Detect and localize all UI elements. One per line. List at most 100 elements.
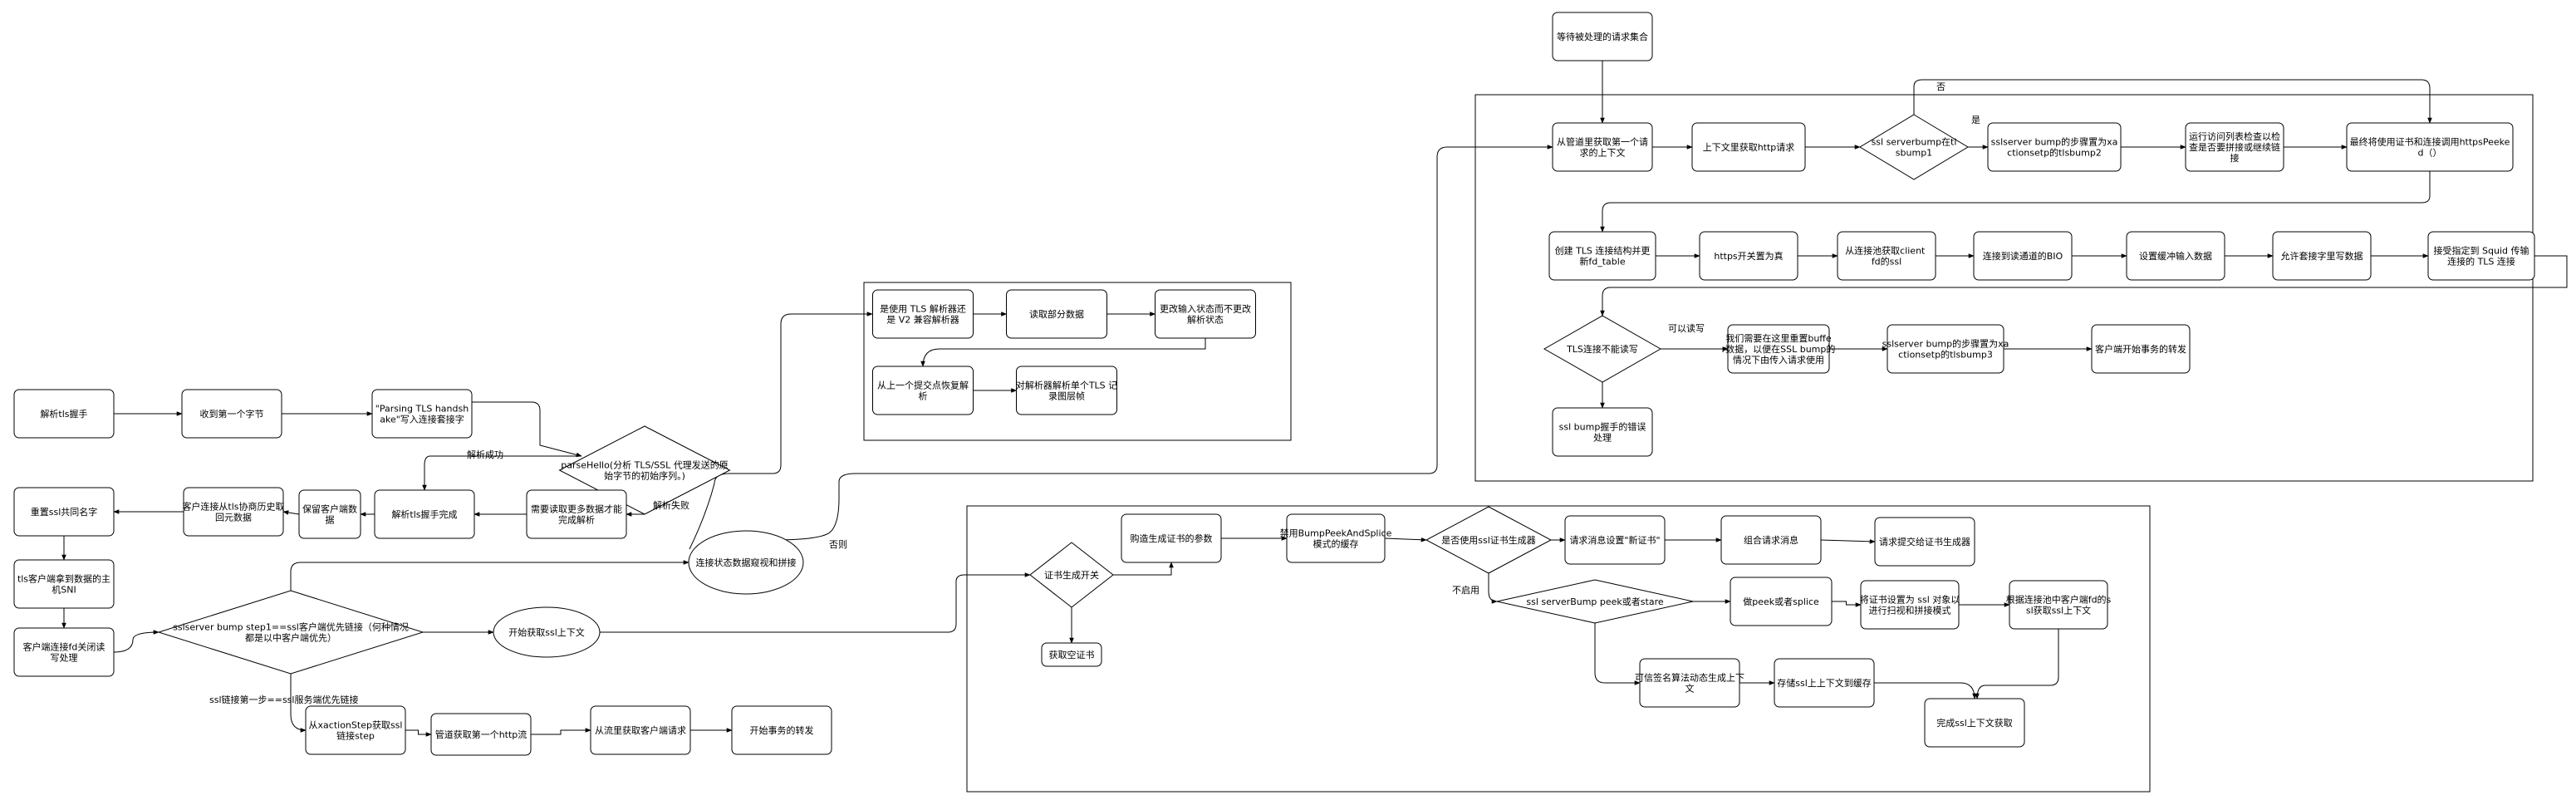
node-label: 证书生成开关 [1044, 569, 1099, 581]
node-label: 开始事务的转发 [750, 724, 814, 736]
node-shape [2346, 122, 2514, 172]
node-label: 接受指定到 Squid 传输连接的 TLS 连接 [2434, 245, 2529, 267]
edge-parsehello-ok-to-tlsdone [422, 455, 581, 491]
node-shape [1029, 542, 1114, 608]
node-shape [1121, 513, 1222, 563]
node-label: TLS连接不能读写 [1566, 343, 1638, 355]
node-label: 需要读取更多数据才能完成解析 [531, 503, 622, 526]
node-label: 做peek或者splice [1743, 596, 1819, 607]
node-shape [872, 366, 974, 415]
node-label: 请求提交给证书生成器 [1879, 536, 1970, 547]
node-sni: tls客户端拿到数据的主机SNI [13, 559, 115, 609]
node-shape [374, 489, 475, 539]
node-shape [13, 389, 115, 439]
node-acl: 运行访问列表检查以检查是否要拼接或继续链接 [2185, 122, 2284, 172]
node-storectx: 存储ssl上上下文到缓存 [1774, 658, 1875, 708]
node-shape [1564, 515, 1666, 565]
node-shape [1860, 580, 1960, 630]
node-shape [1859, 114, 1969, 180]
node-shape [1699, 231, 1798, 281]
node-label: 创建 TLS 连接结构并更新fd_table [1555, 245, 1651, 267]
edge-fdclose-to-bumpstep1 [113, 630, 159, 653]
node-shape [1730, 577, 1833, 626]
node-clienttx: 客户端开始事务的转发 [2091, 324, 2191, 374]
node-shape [1691, 122, 1806, 172]
node-label: 运行访问列表检查以检查是否要拼接或继续链接 [2189, 130, 2280, 164]
node-submit: 请求提交给证书生成器 [1874, 517, 1975, 567]
node-label: sslserver bump step1==ssl客户端优先链接（何种情况都是以… [173, 621, 409, 644]
node-cantrw: TLS连接不能读写 [1543, 315, 1662, 383]
node-shape [1425, 506, 1553, 574]
node-clientconn: 客户连接从tls协商历史取回元数据 [182, 487, 285, 537]
edge-storectx-to-ctxdone [1874, 682, 1977, 699]
node-shape [1016, 366, 1117, 415]
node-shape [688, 530, 804, 595]
node-bumperr: ssl bump握手的错误处理 [1552, 407, 1653, 457]
edge-startctx-to-monitor-up [600, 572, 1031, 633]
edge-dopeek-to-setcert [1832, 601, 1862, 607]
node-label: 购造生成证书的参数 [1131, 533, 1213, 544]
label-parse-success: 解析成功 [467, 449, 503, 460]
edge-serverbump1-no-loop [1913, 79, 2432, 124]
node-label: tls客户端拿到数据的主机SNI [17, 573, 110, 596]
edge-pipefirst-to-getclientreq [531, 728, 591, 735]
node-shape [493, 606, 601, 658]
node-shape [1548, 231, 1656, 281]
edge-monitor-to-usetls [689, 312, 873, 550]
node-shape [731, 705, 832, 755]
node-label: parseHello(分析 TLS/SSL 代理发送的原始字节的初始序列。) [561, 459, 729, 482]
node-shape [2272, 231, 2372, 281]
node-usetls: 是使用 TLS 解析器还是 V2 兼容解析器 [872, 289, 974, 339]
edge-assemble-to-submit [1820, 539, 1876, 544]
node-resetname: 重置ssl共同名字 [13, 487, 115, 537]
node-firstbyte: 收到第一个字节 [181, 389, 282, 439]
edge-bumpstep1-to-xactionstep [290, 674, 307, 733]
node-tlsctx: 创建 TLS 连接结构并更新fd_table [1548, 231, 1656, 281]
node-shape [2009, 580, 2108, 630]
node-shape [183, 487, 284, 537]
node-shape [2091, 324, 2191, 374]
frame-cert-generation [966, 505, 2151, 793]
node-label: 存储ssl上上下文到缓存 [1777, 677, 1872, 689]
node-shape [13, 559, 115, 609]
node-poolfd: 从连接池获取client fd的ssl [1837, 231, 1936, 281]
flow-edges [61, 61, 2568, 737]
node-label: 可信签名算法动态生成上下文 [1635, 672, 1744, 694]
node-shape [2126, 231, 2225, 281]
edge-poolctx-to-ctxdone [1975, 629, 2059, 699]
node-shape [181, 389, 282, 439]
frame-tls-parser [863, 282, 1292, 441]
node-label: 请求消息设置"新证书" [1569, 534, 1660, 546]
node-label: 读取部分数据 [1029, 308, 1084, 320]
node-label: 解析tls握手 [40, 408, 87, 420]
node-setnewcert: 请求消息设置"新证书" [1564, 515, 1666, 565]
node-getclientreq: 从流里获取客户端请求 [590, 705, 691, 755]
node-label: 开始获取ssl上下文 [508, 626, 585, 638]
node-pending: 等待被处理的请求集合 [1552, 12, 1653, 61]
node-shape [1924, 698, 2025, 748]
node-shape [1973, 231, 2073, 281]
node-shape [1727, 324, 1830, 374]
node-label: 重置ssl共同名字 [31, 506, 98, 518]
edge-disablecache-to-usecertgen [1384, 537, 1427, 542]
edge-parsing-to-parsehello [472, 401, 582, 458]
node-label: 连接到读通道的BIO [1983, 250, 2063, 262]
node-setcert: 将证书设置为 ssl 对象以进行扫视和拼接模式 [1860, 580, 1960, 630]
label-else: 否则 [829, 539, 847, 550]
node-label: 客户端连接fd关闭读写处理 [23, 641, 105, 664]
node-label: 管道获取第一个http流 [435, 729, 527, 740]
node-bumpstep1: sslserver bump step1==ssl客户端优先链接（何种情况都是以… [157, 590, 424, 675]
node-shape [430, 713, 532, 756]
node-shape [1774, 658, 1875, 708]
node-assemble: 组合请求消息 [1720, 515, 1822, 565]
